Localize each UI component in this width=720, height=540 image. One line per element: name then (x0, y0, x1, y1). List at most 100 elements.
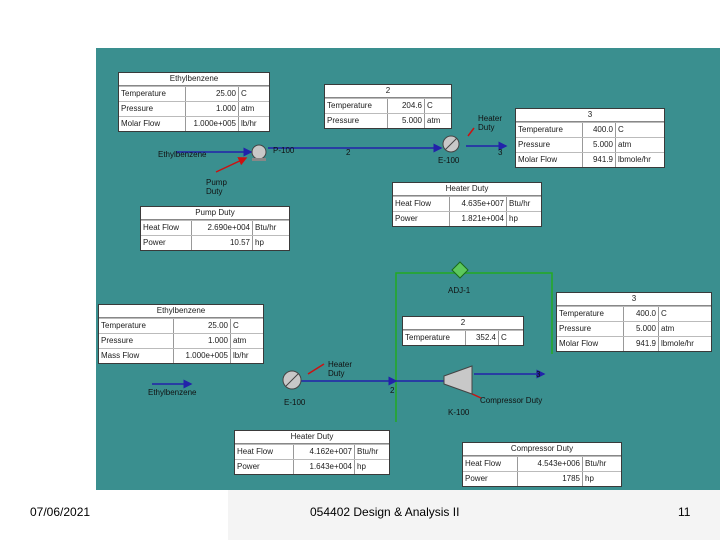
footer-title: 054402 Design & Analysis II (310, 505, 460, 519)
property-label: Heat Flow (465, 459, 502, 468)
pump-icon[interactable] (251, 144, 267, 160)
property-label: Temperature (405, 333, 450, 342)
property-unit: atm (618, 140, 632, 149)
property-unit: atm (661, 324, 675, 333)
heater-duty-label: Heater Duty (478, 114, 503, 132)
property-unit: lb/hr (241, 119, 257, 128)
adjust-icon[interactable] (451, 261, 469, 279)
adjust-recycle-line (395, 272, 553, 422)
property-value: 25.00 (185, 87, 239, 101)
heater2-duty-line (307, 363, 325, 375)
table-title: Ethylbenzene (99, 305, 263, 318)
property-value: 1.000e+005 (173, 349, 231, 363)
adjust-label: ADJ-1 (448, 286, 471, 295)
property-value: 4.162e+007 (293, 445, 355, 459)
compressor-label: K-100 (448, 408, 470, 417)
table-title: Ethylbenzene (119, 73, 269, 86)
property-unit: lb/hr (233, 351, 249, 360)
pump-duty-line (215, 157, 248, 173)
property-label: Pressure (121, 104, 154, 113)
table-title: Heater Duty (393, 183, 541, 196)
property-value: 1.643e+004 (293, 460, 355, 474)
property-value: 204.6 (387, 99, 425, 113)
property-unit: C (241, 89, 247, 98)
property-value: 5.000 (582, 138, 616, 152)
table-title: Pump Duty (141, 207, 289, 220)
property-value: 400.0 (582, 123, 616, 137)
property-unit: hp (357, 462, 366, 471)
property-label: Molar Flow (121, 119, 161, 128)
property-label: Molar Flow (559, 339, 599, 348)
property-label: Temperature (101, 321, 146, 330)
flowsheet-lines (152, 127, 553, 422)
property-label: Heat Flow (237, 447, 274, 456)
property-label: Power (143, 238, 166, 247)
heater2-duty-label: Heater Duty (328, 360, 353, 378)
property-unit: C (661, 309, 667, 318)
property-label: Temperature (121, 89, 166, 98)
property-unit: atm (241, 104, 255, 113)
property-unit: Btu/hr (357, 447, 379, 456)
table-title: Heater Duty (235, 431, 389, 444)
property-label: Temperature (327, 101, 372, 110)
stream-label-ethylbenzene-2: Ethylbenzene (148, 388, 197, 397)
pump-label: P-100 (273, 146, 295, 155)
table-title: Compressor Duty (463, 443, 621, 456)
property-value: 5.000 (387, 114, 425, 128)
property-value: 25.00 (173, 319, 231, 333)
property-value: 5.000 (623, 322, 659, 336)
table-title: 3 (557, 293, 711, 306)
property-label: Power (237, 462, 260, 471)
footer-date: 07/06/2021 (30, 505, 91, 519)
property-label: Heat Flow (395, 199, 432, 208)
compressor-icon[interactable] (443, 365, 473, 395)
property-value: 1785 (517, 472, 583, 486)
property-label: Temperature (559, 309, 604, 318)
heater2-label: E-100 (284, 398, 306, 407)
stream-label-3b: 3 (536, 370, 541, 379)
property-value: 1.000e+005 (185, 117, 239, 131)
property-value: 1.000 (185, 102, 239, 116)
footer-band (228, 490, 720, 540)
property-value: 941.9 (623, 337, 659, 351)
property-unit: C (618, 125, 624, 134)
property-unit: Btu/hr (509, 199, 531, 208)
footer-page-number: 11 (678, 505, 691, 519)
table-title: 2 (403, 317, 523, 330)
property-label: Pressure (518, 140, 551, 149)
property-unit: hp (509, 214, 518, 223)
compressor-duty-label: Compressor Duty (480, 396, 543, 405)
property-value: 1.000 (173, 334, 231, 348)
property-value: 400.0 (623, 307, 659, 321)
property-unit: C (427, 101, 433, 110)
property-unit: atm (427, 116, 441, 125)
property-unit: Btu/hr (255, 223, 277, 232)
heater2-icon-cross (285, 373, 299, 387)
property-value: 2.690e+004 (191, 221, 253, 235)
property-unit: lbmole/hr (618, 155, 651, 164)
pump-base (252, 158, 266, 161)
stream-label-3: 3 (498, 148, 503, 157)
